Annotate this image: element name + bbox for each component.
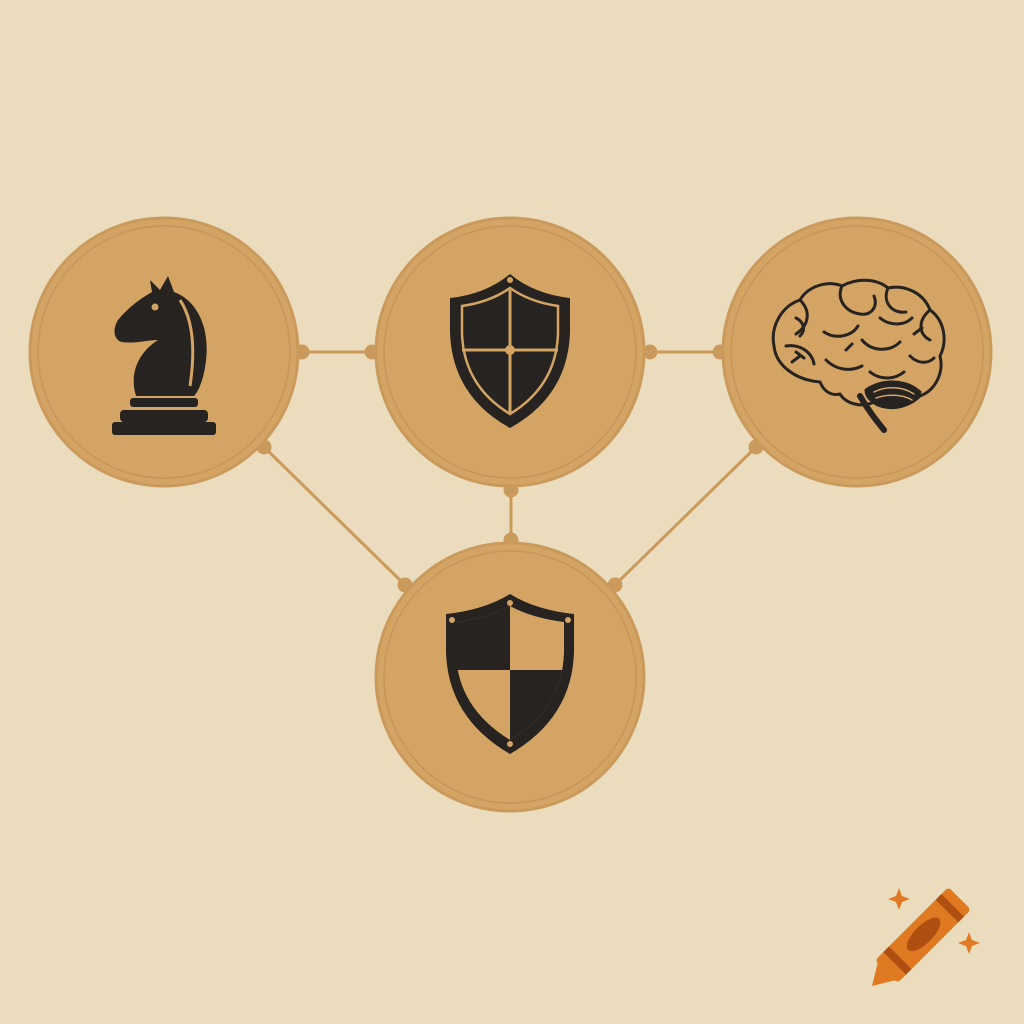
edge-brain-shield-quartered (613, 445, 758, 587)
shield-quartered-icon (446, 594, 574, 754)
crayon-logo-icon (872, 888, 980, 986)
brain-icon (771, 278, 946, 433)
connector-dot (642, 344, 658, 360)
node-brain (721, 216, 993, 488)
edge-knight-shield-quartered (262, 445, 407, 587)
chess-knight-icon (112, 276, 216, 435)
shield-cross-icon (450, 274, 570, 428)
